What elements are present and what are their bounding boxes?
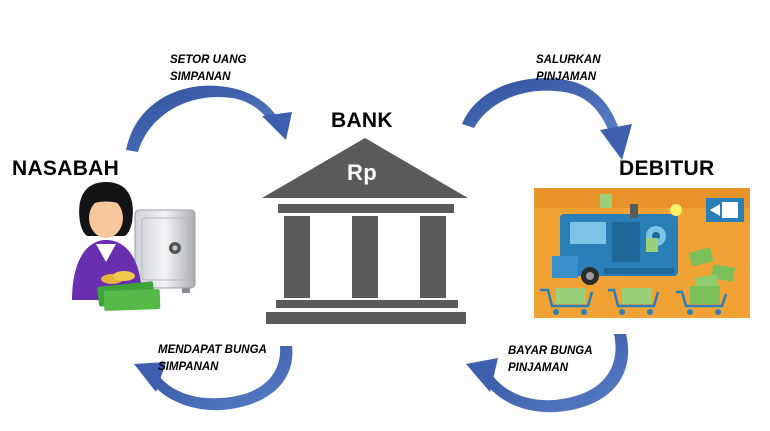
caption-line: PINJAMAN <box>508 362 569 374</box>
caption-line: SALURKAN <box>536 54 601 66</box>
caption-line: SETOR UANG <box>170 54 247 66</box>
caption-setor-uang: SETOR UANG SIMPANAN <box>170 52 246 86</box>
caption-line: SIMPANAN <box>158 361 219 373</box>
bank-title: BANK <box>331 109 393 132</box>
machine-illustration <box>534 188 750 318</box>
caption-salurkan-pinjaman: SALURKAN PINJAMAN <box>536 52 601 86</box>
nasabah-title: NASABAH <box>12 157 120 180</box>
caption-mendapat-bunga: MENDAPAT BUNGA SIMPANAN <box>158 342 267 376</box>
caption-line: SIMPANAN <box>170 71 231 83</box>
caption-line: PINJAMAN <box>536 71 597 83</box>
debitur-title: DEBITUR <box>619 157 715 180</box>
safe-icon <box>134 209 196 293</box>
money-icon <box>97 271 161 311</box>
arrow-salurkan <box>462 78 632 160</box>
bank-building-icon <box>262 138 468 324</box>
caption-line: MENDAPAT BUNGA <box>158 344 267 356</box>
currency-label: Rp <box>347 160 377 185</box>
person-icon <box>72 182 142 300</box>
caption-bayar-bunga: BAYAR BUNGA PINJAMAN <box>508 343 593 377</box>
arrow-setor <box>126 85 292 152</box>
caption-line: BAYAR BUNGA <box>508 345 593 357</box>
arrow-bunga-simpanan <box>134 346 293 411</box>
arrow-bunga-pinjaman <box>466 334 629 413</box>
